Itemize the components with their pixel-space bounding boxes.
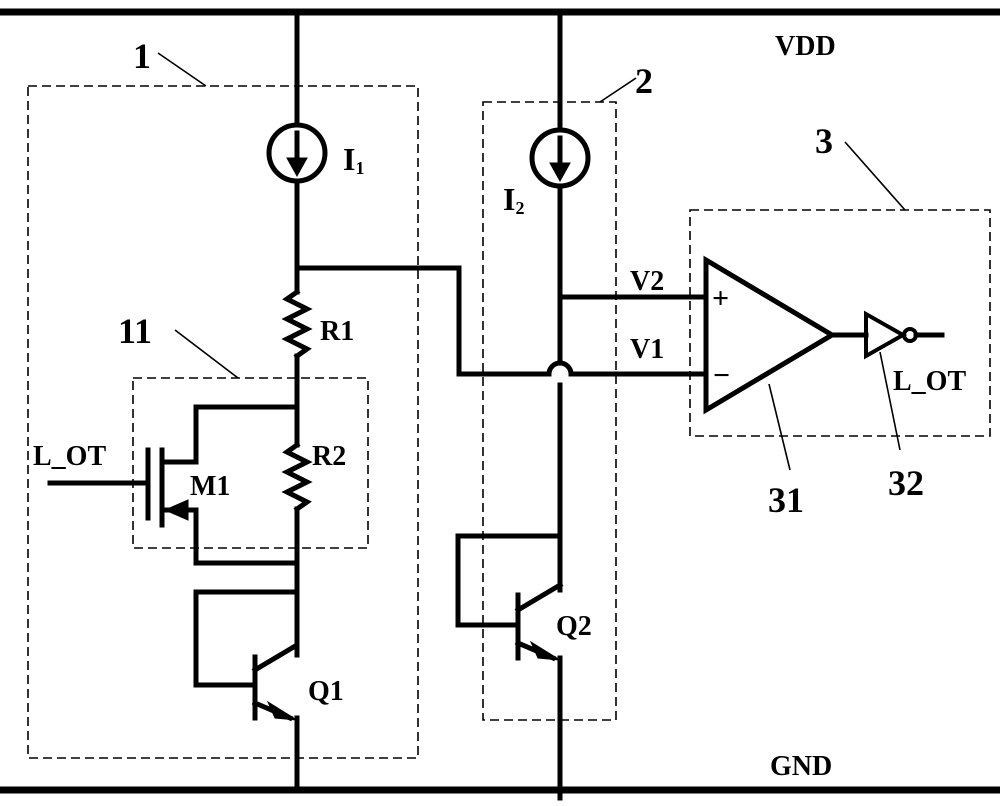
q1-collector xyxy=(255,590,297,670)
block-2-label: 2 xyxy=(635,61,653,101)
block-31-label: 31 xyxy=(768,480,804,520)
q2-label: Q2 xyxy=(556,611,592,642)
q2-arrow-icon xyxy=(531,642,560,660)
block-1-label: 1 xyxy=(133,36,151,76)
l-ot-input-label: L_OT xyxy=(33,441,106,472)
wire-m1-drain xyxy=(170,407,297,462)
i1-label: I1 xyxy=(343,141,364,178)
block-11-leader xyxy=(175,330,238,378)
block-1-leader xyxy=(158,53,206,86)
block-3-boundary xyxy=(690,210,990,436)
comparator-plus-label: + xyxy=(712,282,729,315)
i1-arrow-head-icon xyxy=(287,158,307,176)
r2-label: R2 xyxy=(312,441,346,472)
block-2-leader xyxy=(600,78,636,102)
resistor-r1 xyxy=(287,292,307,356)
m1-label: M1 xyxy=(190,471,230,502)
resistor-r2 xyxy=(287,445,307,509)
inverter-32 xyxy=(866,314,903,356)
v2-label: V2 xyxy=(630,266,664,297)
q1-base-loop xyxy=(196,592,297,685)
wire-m1-source xyxy=(170,510,297,563)
vdd-label: VDD xyxy=(775,31,836,62)
m1-arrow-icon xyxy=(165,500,188,520)
block-3-label: 3 xyxy=(815,121,833,161)
block-11-label: 11 xyxy=(118,311,152,351)
q2-collector xyxy=(518,585,560,610)
block-1-boundary xyxy=(28,86,418,758)
v1-label: V1 xyxy=(630,334,664,365)
block-31-leader xyxy=(769,384,790,470)
r1-label: R1 xyxy=(320,316,354,347)
i2-arrow-head-icon xyxy=(550,163,570,181)
q1-arrow-icon xyxy=(268,702,297,720)
l-ot-output-label: L_OT xyxy=(893,366,966,397)
q1-label: Q1 xyxy=(308,676,344,707)
q2-base-loop xyxy=(458,536,560,625)
comparator-minus-label: − xyxy=(713,359,730,392)
block-32-label: 32 xyxy=(888,463,924,503)
i2-label: I2 xyxy=(503,181,524,218)
block-3-leader xyxy=(845,142,905,210)
gnd-label: GND xyxy=(770,751,832,782)
